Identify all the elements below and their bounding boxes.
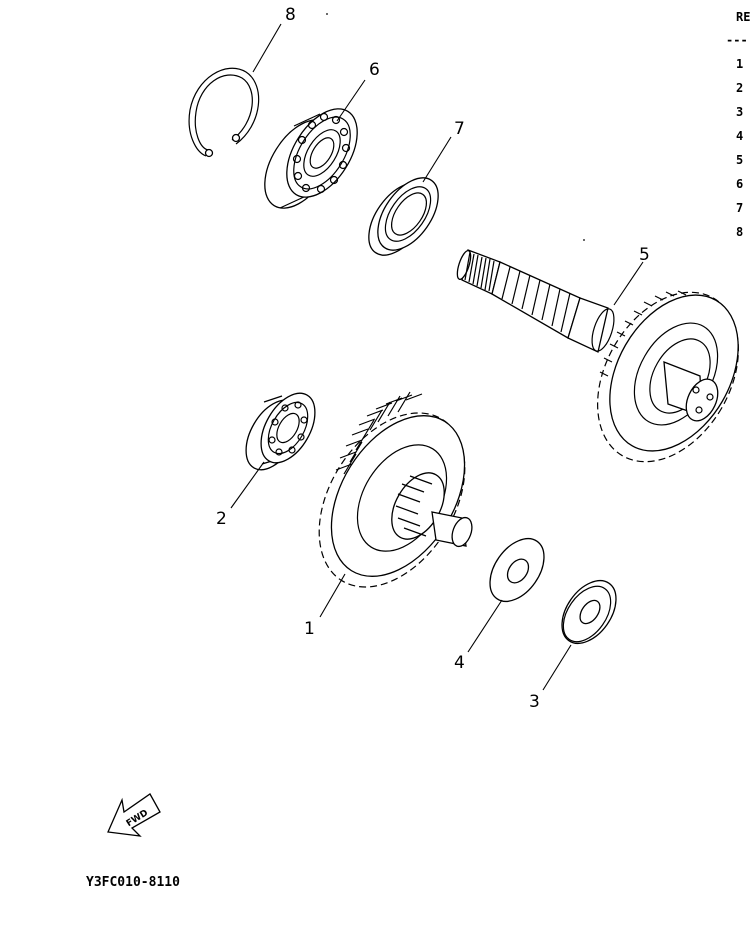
reference-list: RE --- 1 2 3 4 5 6 7 8 (726, 10, 750, 239)
ref-divider: --- (726, 33, 748, 47)
callout-8: 8 (285, 5, 296, 25)
ref-number-3: 3 (736, 105, 743, 119)
oil-seal-part-7 (368, 136, 452, 256)
ref-number-8: 8 (736, 225, 743, 239)
bearing-part-2 (230, 392, 316, 509)
callout-1: 1 (304, 619, 315, 639)
washer-part-3 (542, 580, 617, 691)
ref-number-6: 6 (736, 177, 743, 191)
callout-4: 4 (454, 653, 465, 673)
callout-3: 3 (529, 692, 540, 712)
ref-header: RE (736, 10, 750, 24)
circlip-part-8 (188, 23, 282, 158)
callout-7: 7 (454, 119, 465, 139)
callout-5: 5 (639, 245, 650, 265)
ref-number-2: 2 (736, 81, 743, 95)
ref-number-5: 5 (736, 153, 743, 167)
ref-number-4: 4 (736, 129, 743, 143)
forward-arrow-icon: FWD (107, 793, 161, 837)
drawing-code: Y3FC010-8110 (86, 875, 180, 890)
callout-2: 2 (216, 509, 227, 529)
bearing-part-6 (264, 79, 366, 209)
washer-part-4 (467, 538, 545, 653)
callout-6: 6 (369, 60, 380, 80)
ref-number-7: 7 (736, 201, 743, 215)
helical-gear-part-1 (318, 391, 473, 618)
ref-number-1: 1 (736, 57, 743, 71)
drive-shaft-part-5 (456, 249, 739, 463)
